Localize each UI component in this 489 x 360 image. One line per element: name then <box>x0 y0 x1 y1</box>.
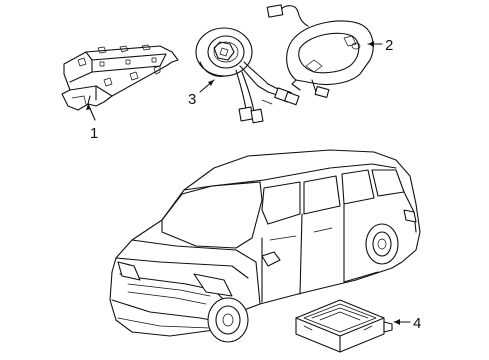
callout-3-label: 3 <box>188 91 196 108</box>
part-2-sensor <box>266 4 374 98</box>
callout-1: 1 <box>86 103 98 142</box>
callout-1-label: 1 <box>90 125 98 142</box>
part-1-bracket <box>61 44 179 111</box>
callout-4-label: 4 <box>413 315 421 332</box>
callout-3: 3 <box>188 79 215 108</box>
callout-2: 2 <box>367 37 393 54</box>
part-4-module <box>295 299 393 353</box>
callout-2-label: 2 <box>385 37 393 54</box>
part-3-clock-spring <box>195 27 300 124</box>
callout-4: 4 <box>393 315 421 332</box>
vehicle-minivan <box>109 149 421 343</box>
